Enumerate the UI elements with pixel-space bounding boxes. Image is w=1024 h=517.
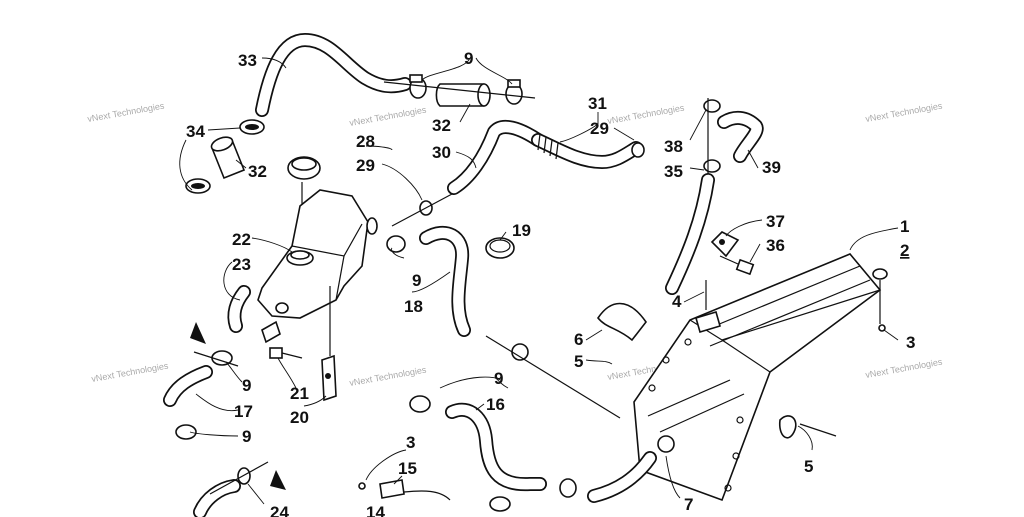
hose-16 [445,402,547,492]
bracket-20 [321,354,337,402]
callout-5-center: 5 [574,352,583,371]
leader-lines [189,57,899,505]
hose-17 [163,365,213,407]
clamp-38-top [703,99,721,113]
clamp-9-center [386,235,406,253]
callout-17: 17 [234,402,253,421]
clamp-34 [239,119,265,135]
hose-31 [531,133,643,169]
callout-9-left-2: 9 [242,427,251,446]
clamp-15-lower [489,496,511,512]
watermark-2: vNext Technologies [349,105,428,128]
clamp-19 [485,237,515,259]
clamp-24 [237,467,251,485]
callout-4: 4 [672,292,682,311]
callout-32-left: 32 [248,162,267,181]
bracket-14 [379,479,451,501]
tube-32-top [435,83,491,107]
clamp-9-lower [409,395,431,413]
hose-33 [255,33,412,117]
bolt-21 [269,347,303,359]
clamp-29-right [631,142,645,158]
clamp-9-lower-2 [511,343,529,361]
callout-23: 23 [232,255,251,274]
callout-35: 35 [664,162,683,181]
callout-6: 6 [574,330,583,349]
callout-36: 36 [766,236,785,255]
coolant-reservoir-22 [257,189,378,344]
callout-9-center: 9 [412,271,421,290]
callout-33: 33 [238,51,257,70]
watermark-3: vNext Technologies [607,103,686,126]
screw-3-lower [358,482,366,490]
callout-9-top: 9 [464,49,473,68]
callout-3-lower: 3 [406,433,415,452]
direction-arrow-bottom [270,470,286,490]
clamp-9-top-right [505,79,523,105]
hose-23 [227,285,251,333]
radiator-1 [633,253,882,502]
hose-39 [717,110,764,163]
grommet-2 [872,268,888,324]
bolt-36 [719,255,755,276]
callout-9-left-1: 9 [242,376,251,395]
clamp-34-lower [185,178,211,194]
fastener-5-right [778,415,837,439]
callout-34: 34 [186,122,205,141]
watermark-5: vNext Technologies [91,361,170,384]
callout-39: 39 [762,158,781,177]
callout-20: 20 [290,408,309,427]
bracket-37 [710,231,740,258]
callout-15: 15 [398,459,417,478]
direction-arrow-left [190,322,206,344]
callout-31: 31 [588,94,607,113]
callout-30: 30 [432,143,451,162]
watermark-4: vNext Technologies [865,101,944,124]
clamp-9-top-left [409,74,427,99]
callout-28: 28 [356,132,375,151]
callout-14: 14 [366,503,385,517]
callout-7: 7 [684,495,693,514]
callout-21: 21 [290,384,309,403]
callout-2: 2 [900,241,909,260]
callout-37: 37 [766,212,785,231]
callout-24: 24 [270,503,289,517]
callout-3-right: 3 [906,333,915,352]
hose-30 [447,119,545,195]
hose-24 [193,479,241,517]
callout-labels: 33 9 34 32 28 32 29 30 31 29 38 35 39 22… [186,49,915,517]
hose-7 [587,451,657,503]
clamp-7 [657,435,675,453]
radiator-cap-28 [287,156,321,180]
callout-29-right: 29 [590,119,609,138]
callout-29-center: 29 [356,156,375,175]
watermark-6: vNext Technologies [349,365,428,388]
callout-32-top: 32 [432,116,451,135]
clamp-38-lower [703,159,721,173]
tube-32-left [210,136,246,180]
callout-16: 16 [486,395,505,414]
callout-1: 1 [900,217,909,236]
callout-5-right: 5 [804,457,813,476]
watermark-8: vNext Technologies [865,357,944,380]
clamp-bottom [559,478,577,498]
hose-18 [419,225,471,337]
watermark-1: vNext Technologies [87,101,166,124]
clamp-9-left-2 [175,424,197,440]
screw-3-right [878,324,886,332]
callout-9-lower: 9 [494,369,503,388]
hose-35 [665,173,715,295]
callout-19: 19 [512,221,531,240]
callout-38: 38 [664,137,683,156]
stud-4 [695,280,721,333]
shroud-6 [597,302,647,342]
callout-22: 22 [232,230,251,249]
callout-18: 18 [404,297,423,316]
